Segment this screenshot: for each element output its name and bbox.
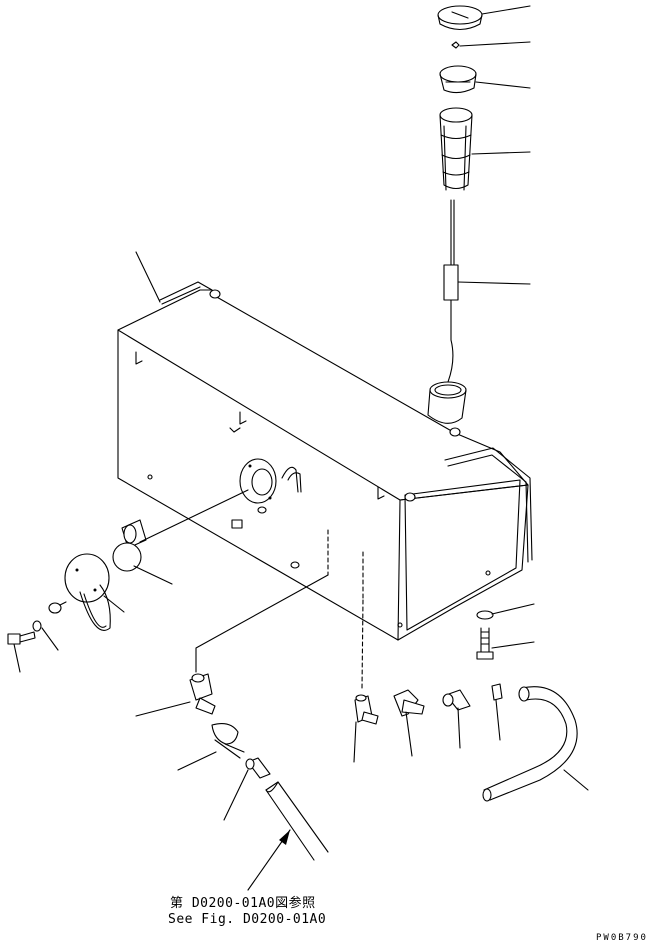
leader-lines — [13, 5, 589, 821]
level-sensor-wire — [443, 199, 459, 383]
routing-lines — [139, 489, 329, 673]
fuel-strainer — [439, 107, 473, 191]
drain-cock — [442, 689, 471, 711]
hex-bolt-left — [7, 631, 36, 645]
hose-connection — [265, 781, 329, 861]
sender-plate — [64, 553, 111, 631]
fuel-tank — [117, 281, 533, 641]
dashed-centerlines — [327, 529, 364, 689]
lock-washer-left — [48, 601, 67, 614]
washer-right — [476, 610, 494, 620]
reference-arrow — [247, 829, 291, 891]
hose-clamp — [211, 723, 245, 759]
hex-bolt-right — [476, 627, 494, 660]
washer-left — [32, 620, 42, 632]
strainer-ring — [439, 65, 477, 94]
reference-note-japanese: 第 D0200-01A0図参照 — [170, 896, 316, 911]
drain-hose — [482, 686, 578, 802]
gauge-plug — [121, 519, 147, 549]
drain-valve-body — [393, 689, 425, 717]
reference-note-english: See Fig. D0200-01A0 — [168, 912, 327, 927]
hose-nipple-left — [245, 757, 271, 779]
hose-band — [491, 683, 503, 701]
drawing-code: PW0B790 — [596, 933, 648, 943]
elbow-fitting-left — [189, 673, 216, 715]
cap-seal — [451, 41, 460, 49]
filler-cap — [437, 5, 483, 31]
gasket — [112, 542, 142, 572]
elbow-fitting-right — [354, 694, 379, 725]
